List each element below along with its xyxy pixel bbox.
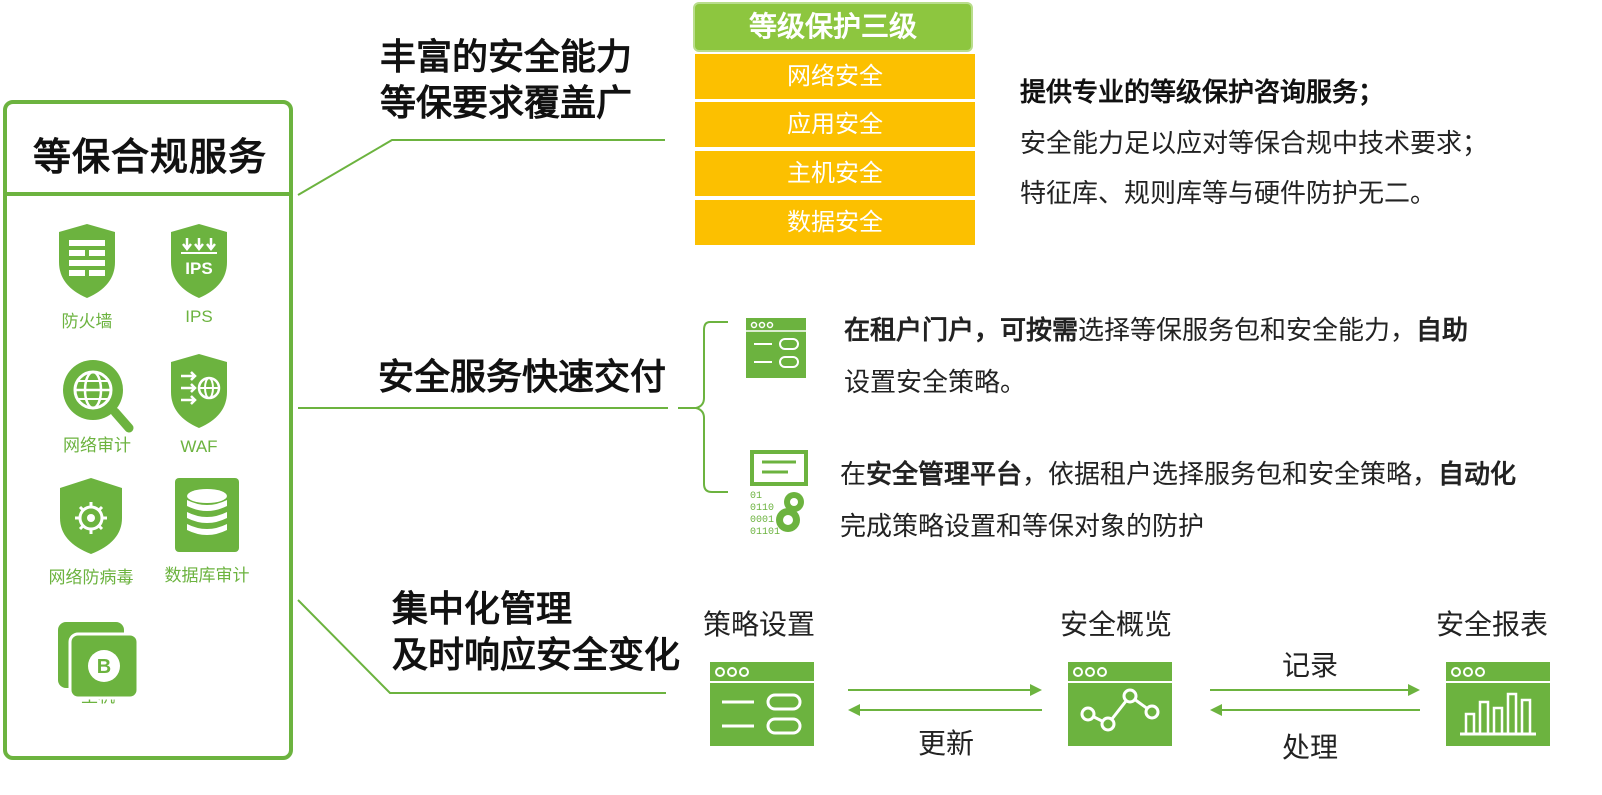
service-ips: IPS IPS	[159, 222, 239, 327]
level-protection-title: 等级保护三级	[693, 2, 973, 52]
delivery-heading: 安全服务快速交付	[378, 356, 667, 397]
service-network-audit: 网络审计	[47, 352, 147, 456]
policy-settings-window-icon	[710, 662, 814, 746]
service-host: 主机 B	[53, 620, 143, 706]
delivery-item2-text2: ，依据租户选择服务包和安全策略，	[1022, 459, 1439, 489]
arrow-label-update: 更新	[918, 728, 975, 759]
management-heading: 集中化管理 及时响应安全变化	[392, 586, 680, 678]
panel-divider	[7, 192, 289, 196]
service-label: IPS	[185, 307, 213, 326]
service-waf: WAF	[159, 352, 239, 457]
service-firewall: 防火墙	[47, 222, 127, 332]
capability-desc-line2: 安全能力足以应对等保合规中技术要求；	[1020, 128, 1489, 158]
capability-heading: 丰富的安全能力 等保要求覆盖广	[380, 34, 632, 126]
delivery-item1-bold1: 在租户门户，可按需	[844, 315, 1079, 345]
service-label: 防火墙	[61, 312, 113, 331]
arrow-label-record: 记录	[1282, 650, 1339, 681]
network-audit-globe-icon	[63, 360, 134, 433]
level-item-application: 应用安全	[695, 102, 975, 147]
delivery-item1-text: 在租户门户，可按需选择等保服务包和安全能力，自助设置安全策略。	[844, 304, 1544, 408]
level-item-network: 网络安全	[695, 54, 975, 99]
panel-title: 等保合规服务	[33, 137, 268, 179]
security-overview-window-icon	[1068, 662, 1172, 746]
tenant-portal-icon	[746, 318, 806, 378]
delivery-item2-text: 在安全管理平台，依据租户选择服务包和安全策略，自动化完成策略设置和等保对象的防护	[840, 448, 1540, 552]
service-database-audit: 数据库审计	[157, 476, 257, 586]
management-heading-line1: 集中化管理	[392, 588, 573, 629]
svg-text:01: 01	[750, 491, 762, 502]
level-item-host: 主机安全	[695, 151, 975, 196]
antivirus-shield-icon	[60, 478, 122, 554]
svg-text:B: B	[97, 656, 111, 678]
capability-heading-line2: 等保要求覆盖广	[380, 82, 633, 123]
delivery-item1-bold2: 自助	[1416, 315, 1469, 345]
flow-node-label-report: 安全报表	[1436, 609, 1549, 640]
service-antivirus: 网络防病毒	[41, 476, 141, 588]
management-platform-icon: 01 0110 0001 01101	[750, 450, 808, 536]
capability-desc-line1: 提供专业的等级保护咨询服务；	[1020, 77, 1385, 107]
svg-text:IPS: IPS	[185, 259, 212, 278]
host-security-icon: B	[58, 622, 140, 700]
capability-desc-line3: 特征库、规则库等与硬件防护无二。	[1020, 178, 1437, 208]
capability-heading-line1: 丰富的安全能力	[380, 36, 633, 77]
service-label: WAF	[180, 437, 218, 456]
management-heading-line2: 及时响应安全变化	[392, 634, 681, 675]
delivery-item1-text2: 设置安全策略。	[844, 367, 1027, 397]
delivery-item2-bold1: 安全管理平台	[866, 459, 1023, 489]
database-audit-icon	[175, 478, 239, 552]
service-label: 网络防病毒	[48, 568, 134, 587]
service-label: 网络审计	[63, 436, 131, 455]
delivery-item1-text1: 选择等保服务包和安全能力，	[1078, 315, 1417, 345]
arrow-label-process: 处理	[1282, 732, 1339, 763]
level-item-data: 数据安全	[695, 200, 975, 245]
flow-node-label-overview: 安全概览	[1060, 609, 1173, 640]
svg-text:01101: 01101	[750, 527, 780, 536]
delivery-item2-text1: 在	[840, 459, 867, 489]
delivery-item2-text3: 完成策略设置和等保对象的防护	[840, 511, 1205, 541]
service-label: 数据库审计	[164, 566, 250, 585]
delivery-item2-bold2: 自动化	[1438, 459, 1517, 489]
ips-shield-icon: IPS	[171, 224, 227, 298]
security-report-window-icon	[1446, 662, 1550, 746]
svg-text:0110: 0110	[750, 503, 774, 514]
waf-shield-icon	[171, 354, 227, 428]
firewall-shield-icon	[59, 224, 115, 298]
compliance-service-panel: 等保合规服务 防火墙 IPS IPS	[3, 100, 293, 760]
svg-text:0001: 0001	[750, 515, 774, 526]
flow-node-label-policy: 策略设置	[703, 609, 816, 640]
